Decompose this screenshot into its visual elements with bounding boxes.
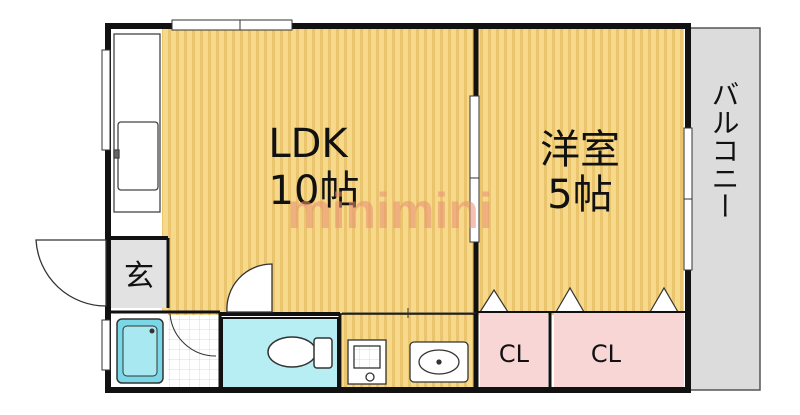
washroom-door (169, 313, 217, 357)
western-room-size-label: 5帖 (547, 172, 612, 218)
washing-machine-icon (347, 339, 387, 385)
sliding-door (469, 95, 480, 243)
watermark: minimini (287, 183, 493, 239)
washroom-floor (168, 315, 220, 388)
ldk-size-label: 10帖 (269, 168, 360, 214)
entrance-door (35, 239, 107, 307)
entrance-label: 玄 (124, 259, 154, 294)
walls (105, 23, 691, 393)
closet-left-label: CL (499, 340, 530, 368)
entrance-area (110, 240, 168, 308)
closet-door-markers (478, 286, 680, 313)
balcony-area (687, 27, 761, 391)
bathtub-icon (116, 318, 164, 384)
kitchen-counter (113, 33, 161, 213)
ldk-label: LDK (268, 121, 349, 167)
toilet-icon (267, 336, 333, 369)
balcony-label: バルコニー (708, 80, 741, 220)
closet-right-label: CL (591, 340, 622, 368)
closet-left (480, 313, 548, 388)
windows (101, 19, 693, 371)
sink-icon (409, 341, 469, 383)
ldk-floor (162, 28, 474, 315)
toilet-door (226, 263, 273, 313)
western-room-floor (478, 28, 684, 315)
western-room-label: 洋室 (540, 127, 620, 173)
closet-right (554, 313, 684, 388)
